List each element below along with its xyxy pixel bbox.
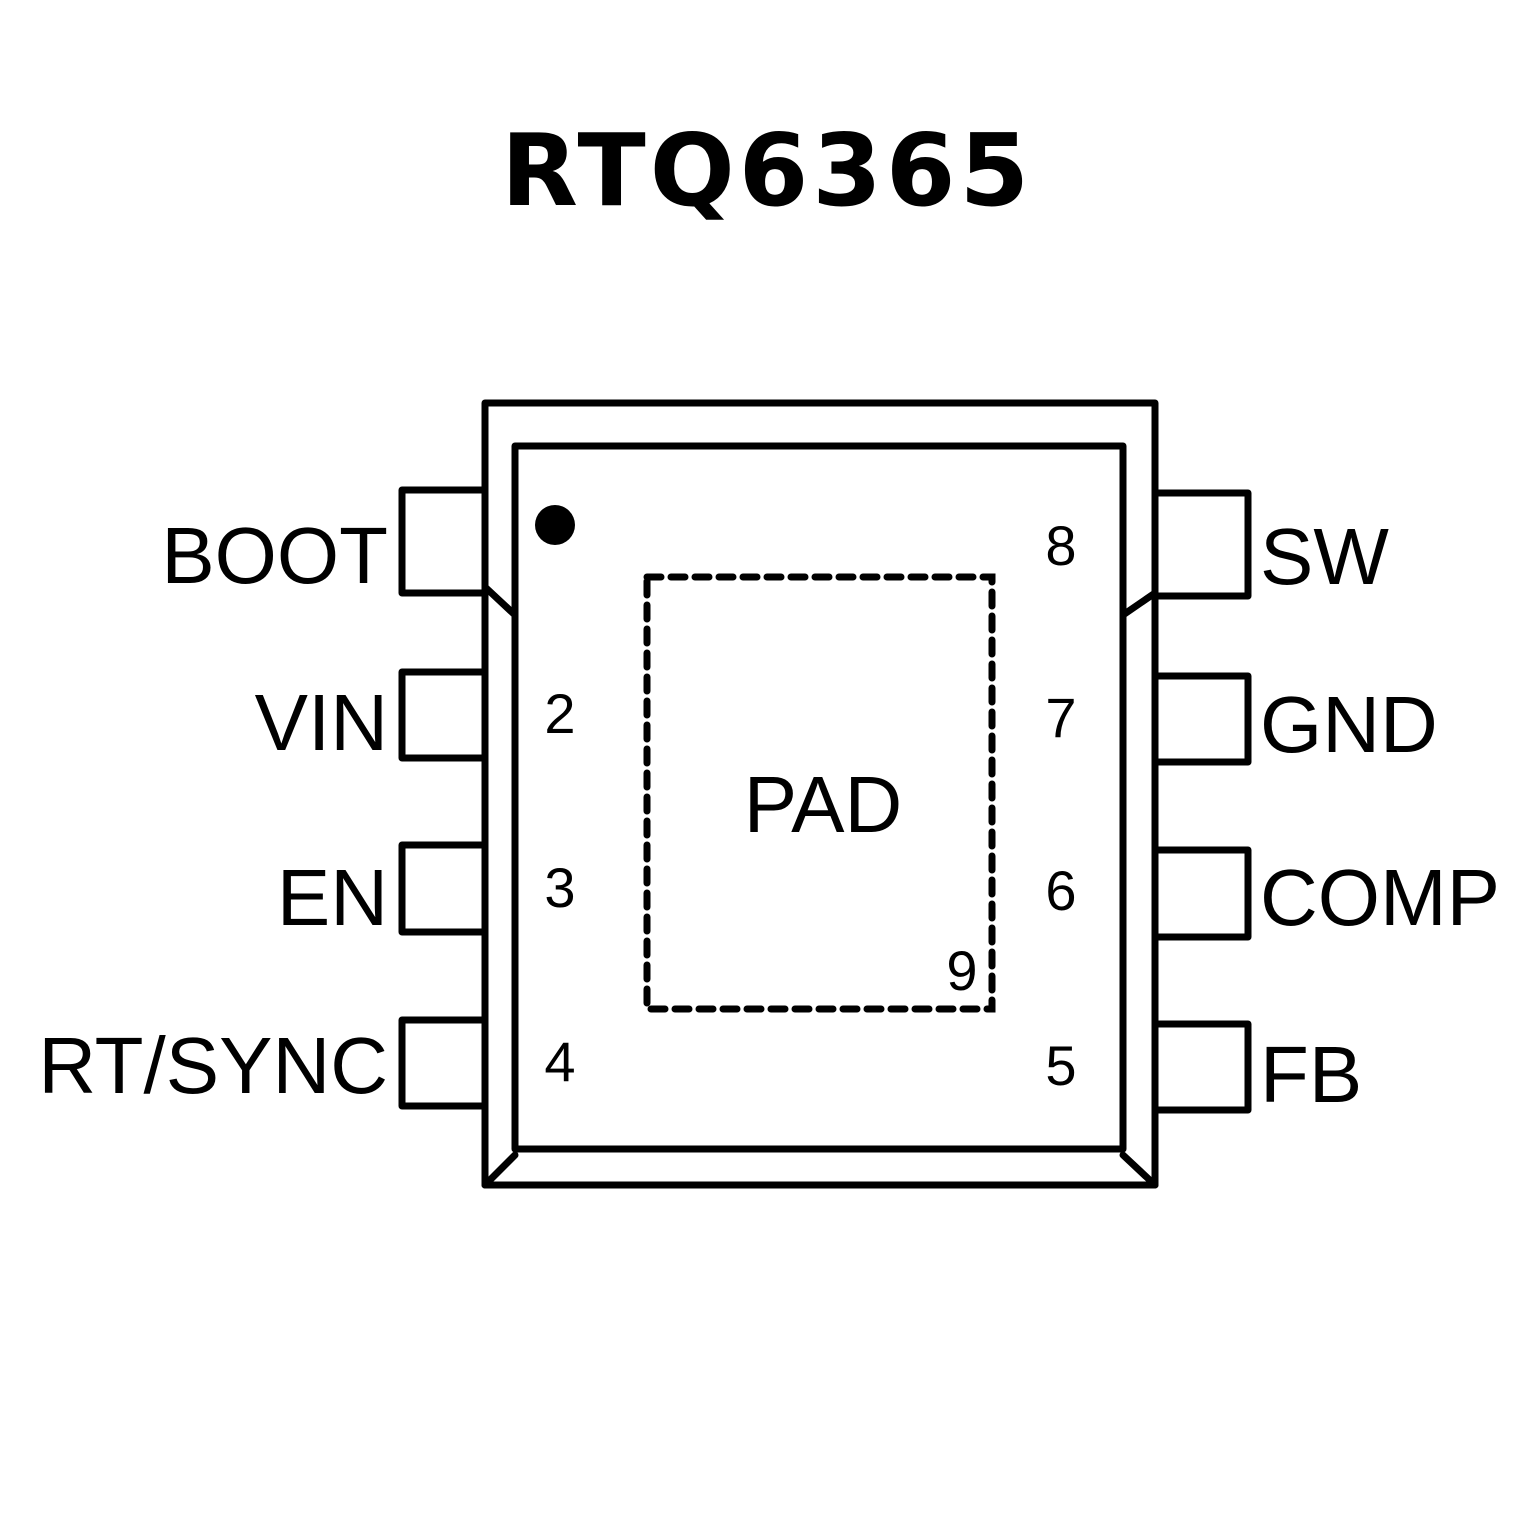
pin-name-sw: SW <box>1260 512 1389 601</box>
pin-pad-2 <box>398 668 489 762</box>
pin-name-comp: COMP <box>1260 853 1500 942</box>
pin-pad-4 <box>398 1016 489 1110</box>
pin-pad-1 <box>398 486 489 597</box>
exposed-pad-outline <box>643 573 996 1013</box>
pin-number-6: 6 <box>1045 859 1076 922</box>
pin-pad-3 <box>398 841 489 936</box>
bevel-line-top-left <box>481 583 519 619</box>
package-outer-outline <box>481 399 1159 1189</box>
bevel-line-top-right <box>1119 589 1159 619</box>
bevel-line-bottom-left <box>481 1151 519 1189</box>
pin-name-en: EN <box>277 853 388 942</box>
package-inner-outline <box>511 442 1127 1153</box>
chip-title: RTQ6365 <box>501 112 1033 229</box>
pin-pad-8 <box>1151 489 1252 600</box>
pin-number-4: 4 <box>544 1030 575 1093</box>
pin-name-rt-sync: RT/SYNC <box>38 1021 388 1110</box>
bevel-line-bottom-right <box>1119 1151 1159 1189</box>
pad-label: PAD <box>744 760 903 849</box>
pad-number: 9 <box>946 939 977 1002</box>
pin-number-5: 5 <box>1045 1034 1076 1097</box>
pin-name-vin: VIN <box>255 678 388 767</box>
pin1-indicator-dot <box>535 505 575 545</box>
pin-name-boot: BOOT <box>161 511 388 600</box>
pin-number-8: 8 <box>1045 514 1076 577</box>
pin-number-2: 2 <box>544 682 575 745</box>
pin-pad-5 <box>1151 1020 1252 1114</box>
pin-name-gnd: GND <box>1260 680 1438 769</box>
pin-number-3: 3 <box>544 856 575 919</box>
pin-number-7: 7 <box>1045 686 1076 749</box>
pin-pad-6 <box>1151 846 1252 941</box>
pin-name-fb: FB <box>1260 1030 1362 1119</box>
pin-pad-7 <box>1151 672 1252 766</box>
